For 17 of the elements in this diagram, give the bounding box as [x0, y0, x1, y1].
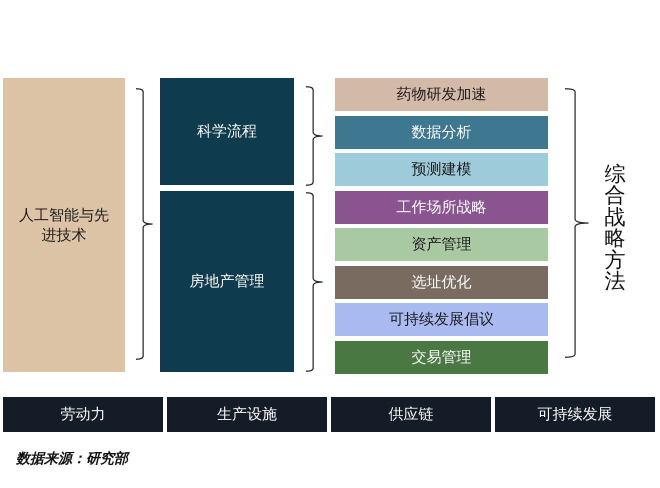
footer-bar: 劳动力 — [3, 397, 163, 432]
item-bar: 工作场所战略 — [335, 190, 548, 224]
footer-bar: 供应链 — [331, 397, 491, 432]
source-note: 数据来源：研究部 — [16, 450, 128, 468]
item-bar: 药物研发加速 — [335, 78, 548, 111]
item-bar: 选址优化 — [335, 266, 548, 298]
vertical-label: 综合战略方法 — [604, 164, 626, 292]
footer-bar: 可持续发展 — [495, 397, 655, 432]
category-block: 房地产管理 — [160, 191, 294, 372]
item-bar: 可持续发展倡议 — [335, 303, 548, 336]
item-bar: 预测建模 — [335, 153, 548, 186]
item-bar: 数据分析 — [335, 116, 548, 148]
item-bar: 资产管理 — [335, 228, 548, 261]
category-block: 科学流程 — [160, 78, 294, 185]
footer-bar: 生产设施 — [167, 397, 327, 432]
category-block: 人工智能与先进技术 — [3, 78, 125, 372]
item-bar: 交易管理 — [335, 340, 548, 374]
